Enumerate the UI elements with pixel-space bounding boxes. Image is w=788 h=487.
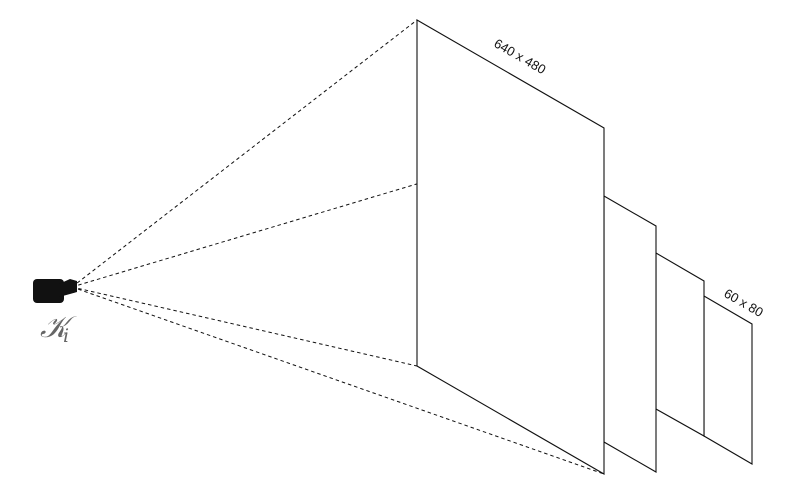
ray-bottom-back [71,286,605,475]
pyramid-level-1-plane [416,19,605,475]
ray-bottom-front [71,286,418,367]
pyramid-level-3-plane [655,252,705,437]
image-pyramid [416,19,753,475]
pyramid-level-4-plane [703,295,753,465]
camera-label: 𝒦 i [40,310,77,347]
camera-label-symbol: 𝒦 [40,310,77,345]
ray-top-front [71,19,418,288]
camera-label-subscript: i [63,325,69,347]
camera-icon [33,279,77,303]
pyramid-level-2-plane [603,195,657,473]
